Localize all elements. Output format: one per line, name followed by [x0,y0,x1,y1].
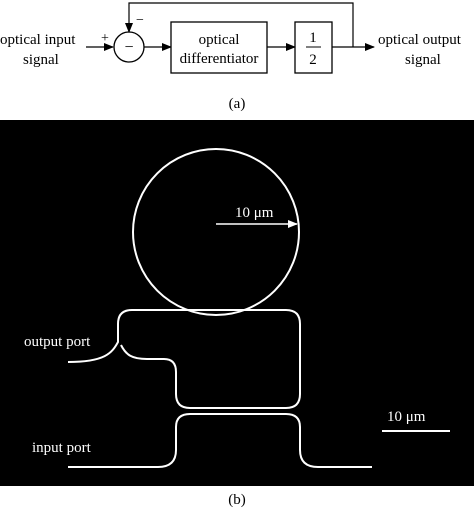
input-label-line2: signal [23,52,59,68]
output-waveguide-loop [67,309,301,409]
plus-sign: + [101,31,109,46]
input-port-label: input port [32,440,92,456]
gain-denominator: 2 [309,52,317,68]
differentiator-label-line1: optical [199,32,240,48]
layout-background [0,120,474,486]
caption-a: (a) [228,96,246,112]
input-bus-waveguide [68,413,372,468]
caption-b: (b) [228,492,246,508]
gain-numerator: 1 [309,30,317,46]
ring-resonator [132,148,300,316]
output-label-line2: signal [405,52,441,68]
ring-radius-label: 10 μm [235,205,274,221]
differentiator-label-line2: differentiator [180,51,259,67]
feedback-path [125,2,354,47]
block-diagram: optical input signal + − − optical diffe… [0,2,462,74]
input-label-line1: optical input [0,32,76,48]
differentiator-block [170,21,268,74]
device-layout: 10 μm output port input port 10 μm [0,120,474,486]
scale-bar-label: 10 μm [387,409,426,425]
summer-symbol: − [124,39,133,56]
feedback-minus-sign: − [136,13,144,28]
output-label-line1: optical output [378,32,462,48]
output-port-label: output port [24,334,91,350]
